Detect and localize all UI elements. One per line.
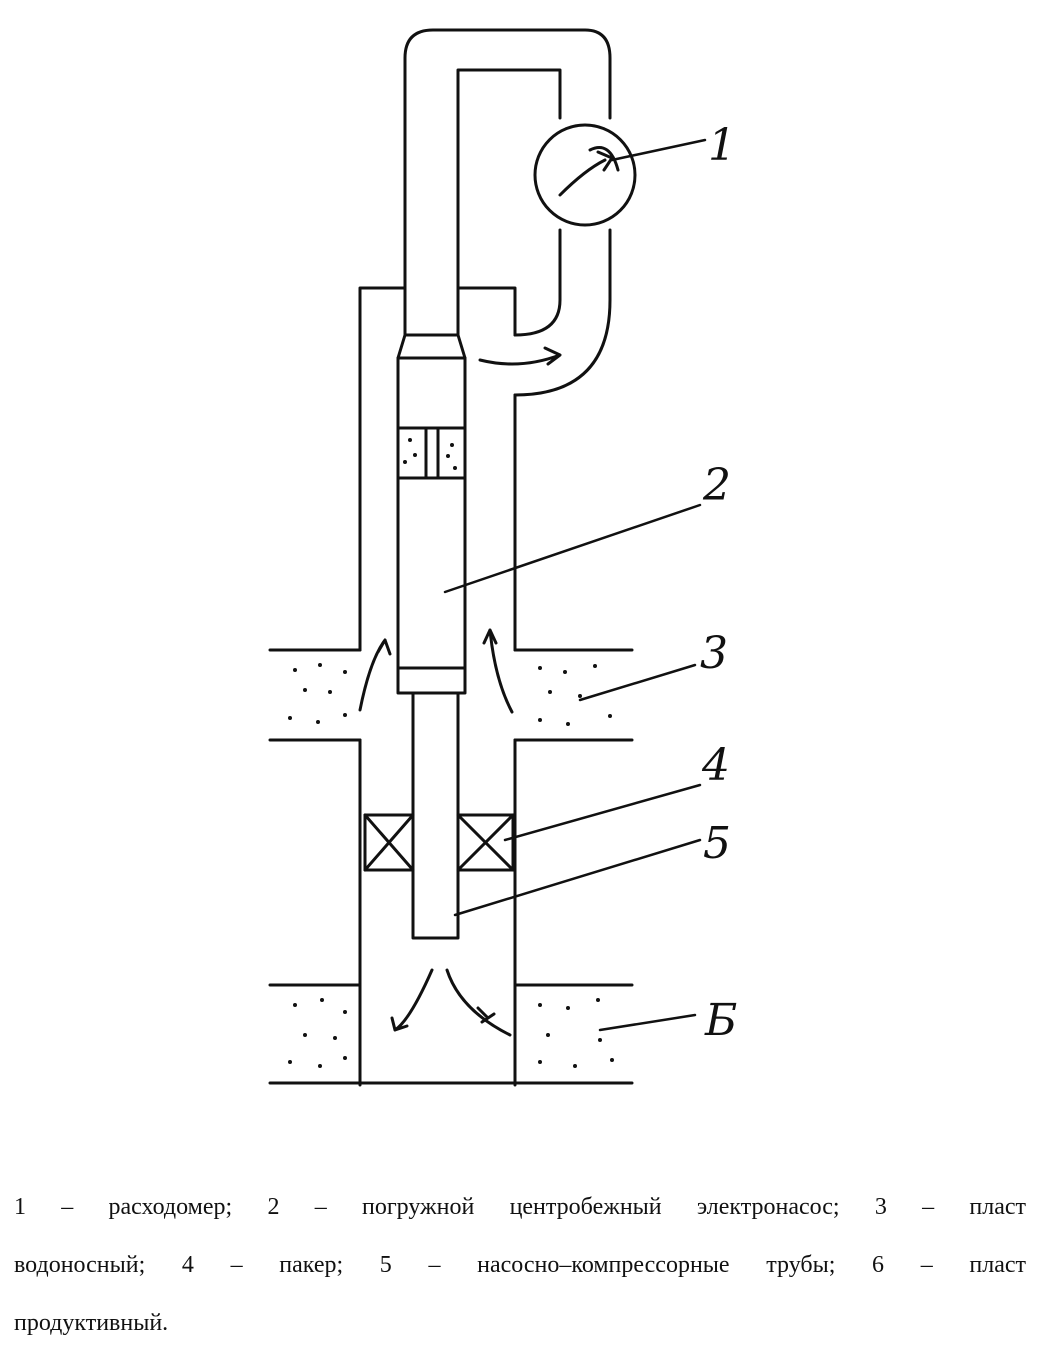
pump-base	[396, 666, 467, 695]
flow-arrow-aquifer-left-icon	[358, 638, 392, 712]
packer-left-cross	[363, 813, 415, 872]
packer-right	[456, 813, 515, 872]
surface-flowline-return-inner	[513, 228, 562, 337]
leader-line-2	[443, 503, 702, 594]
flowmeter	[533, 123, 637, 227]
pump-intake	[396, 426, 467, 480]
flow-arrow-outlet-icon	[478, 346, 562, 366]
pump-intake-divider	[424, 426, 440, 480]
casing-top-right	[456, 286, 517, 337]
layer-dots	[288, 438, 614, 1068]
flow-arrow-reservoir-right-icon	[445, 968, 512, 1037]
leader-lines	[443, 138, 707, 1032]
flow-arrow-reservoir-left-icon	[390, 968, 434, 1032]
caption-line-2: водоносный; 4 – пакер; 5 – насосно–компр…	[14, 1252, 1026, 1278]
leader-line-1	[610, 138, 707, 162]
callout-4: 4	[701, 740, 730, 791]
callout-5: 5	[703, 818, 731, 869]
pump-head	[396, 333, 467, 360]
packer-right-cross	[456, 813, 515, 872]
leader-line-5	[453, 838, 702, 917]
caption-line-3: продуктивный.	[14, 1310, 169, 1336]
tubing	[411, 691, 460, 940]
well-diagram: 1 2 3 4 5 Б	[268, 28, 737, 1087]
leader-line-4	[503, 783, 702, 842]
surface-flowline-inner	[456, 68, 562, 337]
flowmeter-arrow-icon	[558, 146, 620, 197]
pump-body-upper	[396, 356, 467, 430]
casing-left-wall	[358, 286, 407, 652]
leader-line-6	[598, 1013, 697, 1032]
pump-motor	[396, 476, 467, 670]
flow-arrow-aquifer-right-icon	[482, 628, 514, 714]
callout-6: Б	[704, 995, 737, 1046]
callout-3: 3	[700, 628, 728, 679]
figure-caption: 1 – расходомер; 2 – погружной центробежн…	[14, 1178, 1026, 1347]
surface-flowline-outer	[403, 28, 612, 337]
callout-2: 2	[702, 460, 731, 511]
packer-left	[363, 813, 415, 872]
caption-line-1: 1 – расходомер; 2 – погружной центробежн…	[14, 1194, 1026, 1220]
leader-line-3	[578, 663, 697, 702]
callout-1: 1	[708, 120, 736, 171]
surface-flowline-return-outer	[513, 228, 612, 397]
